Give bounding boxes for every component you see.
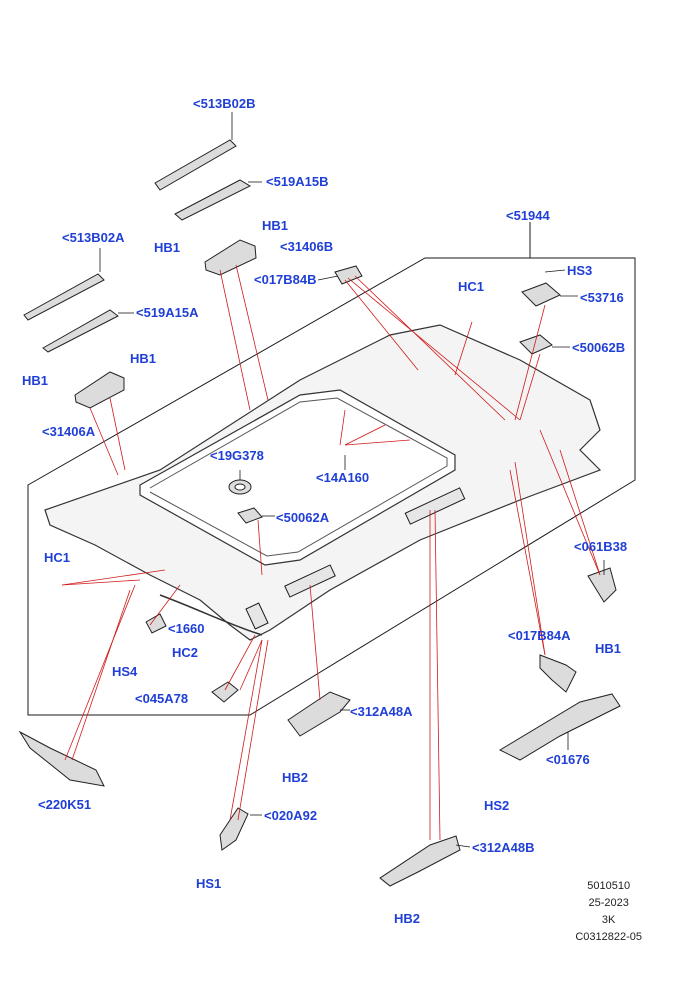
bracket-312A48A: [287, 691, 351, 737]
callout-220K51: <220K51: [38, 797, 92, 812]
footer-line-2: 25-2023: [588, 897, 629, 909]
callout-01676: <01676: [546, 752, 590, 767]
lamp-53716: [521, 282, 561, 307]
bracket-01676: [498, 693, 621, 761]
callout-hc1-left: HC1: [44, 550, 71, 565]
callout-519A15B: <519A15B: [266, 174, 329, 189]
callout-53716: <53716: [580, 290, 624, 305]
callout-hs2: HS2: [484, 798, 510, 813]
bracket-31406A: [74, 371, 125, 409]
callout-312A48B: <312A48B: [472, 840, 535, 855]
callout-hb1-topleft: HB1: [154, 240, 181, 255]
callout-31406A: <31406A: [42, 424, 96, 439]
callout-hc2: HC2: [172, 645, 199, 660]
sun-visor-bracket-513B02A: [23, 273, 105, 321]
callout-hb1-mid: HB1: [130, 351, 157, 366]
bracket-312A48B: [379, 835, 461, 887]
part-glyphs: [18, 139, 621, 887]
handle-045A78: [211, 681, 239, 703]
callout-50062A: <50062A: [276, 510, 330, 525]
callout-020A92: <020A92: [264, 808, 318, 823]
callout-hs1: HS1: [196, 876, 222, 891]
bracket-220K51: [18, 730, 105, 787]
leader-lines: [61, 264, 601, 841]
callout-hb1-midleft: HB1: [22, 373, 49, 388]
callout-312A48A: <312A48A: [350, 704, 413, 719]
bracket-020A92: [219, 807, 249, 851]
outline-frames: [27, 222, 636, 716]
lamp-50062A: [237, 507, 263, 524]
callout-hb1-top: HB1: [262, 218, 289, 233]
pad-061B38: [587, 567, 617, 603]
speaker-19G378: [228, 479, 252, 495]
bracket-31406B: [204, 239, 257, 276]
sun-visor-bracket-513B02B: [154, 139, 237, 191]
clip-1660: [145, 613, 167, 634]
callout-061B38: <061B38: [574, 539, 628, 554]
callout-519A15A: <519A15A: [136, 305, 199, 320]
callout-19G378: <19G378: [210, 448, 264, 463]
callout-hs4: HS4: [112, 664, 138, 679]
footer-line-1: 5010510: [587, 880, 631, 892]
footer-line-4: C0312822-05: [575, 931, 642, 943]
callout-hc1-top: HC1: [458, 279, 485, 294]
sunroof-opening: [139, 389, 456, 566]
callout-hb1-right: HB1: [595, 641, 622, 656]
sun-visor-519A15A: [42, 309, 119, 353]
callout-51944: <51944: [506, 208, 550, 223]
callout-14A160: <14A160: [316, 470, 370, 485]
callout-017B84A: <017B84A: [508, 628, 571, 643]
callout-017B84B: <017B84B: [254, 272, 317, 287]
callout-leaders: [99, 112, 605, 848]
callout-513B02A: <513B02A: [62, 230, 125, 245]
drawing-reference-block: 5010510 25-2023 3K C0312822-05: [575, 878, 642, 946]
pad-017B84B: [334, 265, 363, 285]
footer-line-3: 3K: [601, 914, 616, 926]
lamp-50062B: [519, 334, 553, 355]
callout-hb2-b: HB2: [394, 911, 421, 926]
sun-visor-519A15B: [174, 179, 252, 221]
assembly-frame: [27, 222, 636, 716]
callout-045A78: <045A78: [135, 691, 189, 706]
callout-513B02B: <513B02B: [193, 96, 256, 111]
pad-017B84A: [539, 654, 577, 693]
callout-hs3: HS3: [567, 263, 593, 278]
callout-1660: <1660: [168, 621, 205, 636]
callout-31406B: <31406B: [280, 239, 334, 254]
callout-hb2-a: HB2: [282, 770, 309, 785]
callout-50062B: <50062B: [572, 340, 626, 355]
